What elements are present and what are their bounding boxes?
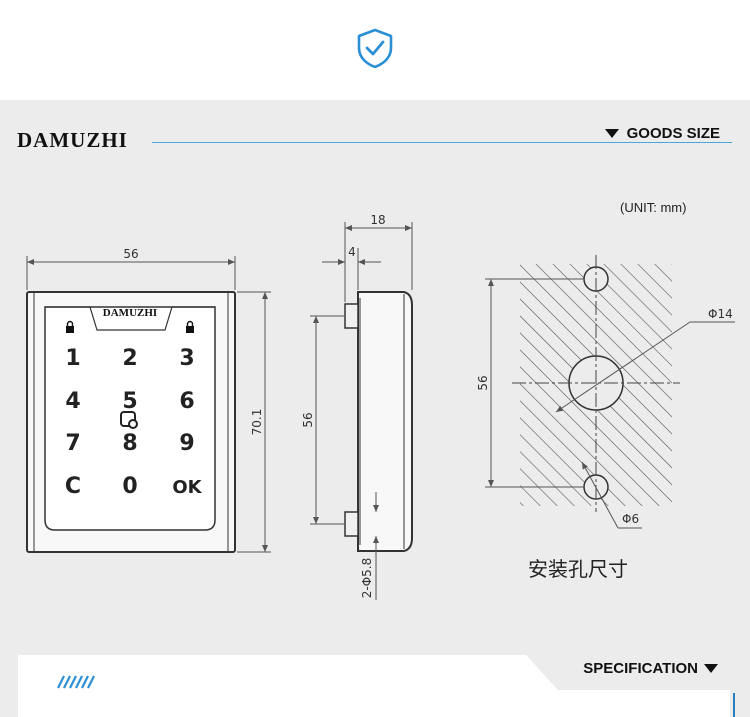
key-8: 8 — [122, 431, 137, 456]
dim-side-depth: 18 — [370, 213, 385, 227]
dim-side-lip: 4 — [348, 245, 356, 259]
unit-note: (UNIT: mm) — [620, 200, 687, 215]
dim-hole-small: Φ6 — [622, 512, 639, 526]
key-5: 5 — [122, 389, 137, 414]
footer-title-label: SPECIFICATION — [583, 660, 698, 677]
stripe-icon — [57, 675, 95, 689]
key-0: 0 — [122, 474, 137, 499]
key-c: C — [65, 474, 81, 499]
key-4: 4 — [65, 389, 80, 414]
lock-icon — [66, 320, 74, 333]
dim-front-width: 56 — [123, 247, 138, 261]
triangle-down-icon — [604, 129, 619, 138]
card-reader-icon — [120, 411, 138, 429]
key-ok: OK — [172, 477, 202, 498]
key-2: 2 — [122, 346, 137, 371]
footer-title: SPECIFICATION — [583, 660, 718, 677]
section-title: GOODS SIZE — [604, 125, 720, 142]
key-9: 9 — [179, 431, 194, 456]
lock-icon — [186, 320, 194, 333]
dim-hole-spacing: 56 — [476, 375, 490, 390]
dim-hole-big: Φ14 — [708, 307, 733, 321]
key-1: 1 — [65, 346, 80, 371]
key-6: 6 — [179, 389, 194, 414]
key-7: 7 — [65, 431, 80, 456]
accent-tick — [733, 693, 735, 717]
section-title-label: GOODS SIZE — [626, 125, 720, 142]
dim-side-spacing: 56 — [301, 412, 315, 427]
key-3: 3 — [179, 346, 194, 371]
dim-side-screw: 2-Φ5.8 — [360, 558, 374, 599]
brand-logo: DAMUZHI — [17, 128, 128, 152]
shield-check-icon — [357, 28, 393, 68]
triangle-down-icon — [704, 664, 718, 673]
device-logo: DAMUZHI — [103, 307, 157, 319]
front-view: DAMUZHI 1 2 3 4 5 6 7 8 9 C 0 OK 56 — [26, 247, 271, 553]
hole-view: 56 Φ14 Φ6 — [476, 255, 735, 529]
dim-front-height: 70.1 — [250, 409, 264, 436]
hole-caption: 安装孔尺寸 — [528, 557, 628, 581]
side-view: 18 4 56 2-Φ5.8 — [301, 213, 413, 600]
header-divider — [152, 142, 732, 143]
